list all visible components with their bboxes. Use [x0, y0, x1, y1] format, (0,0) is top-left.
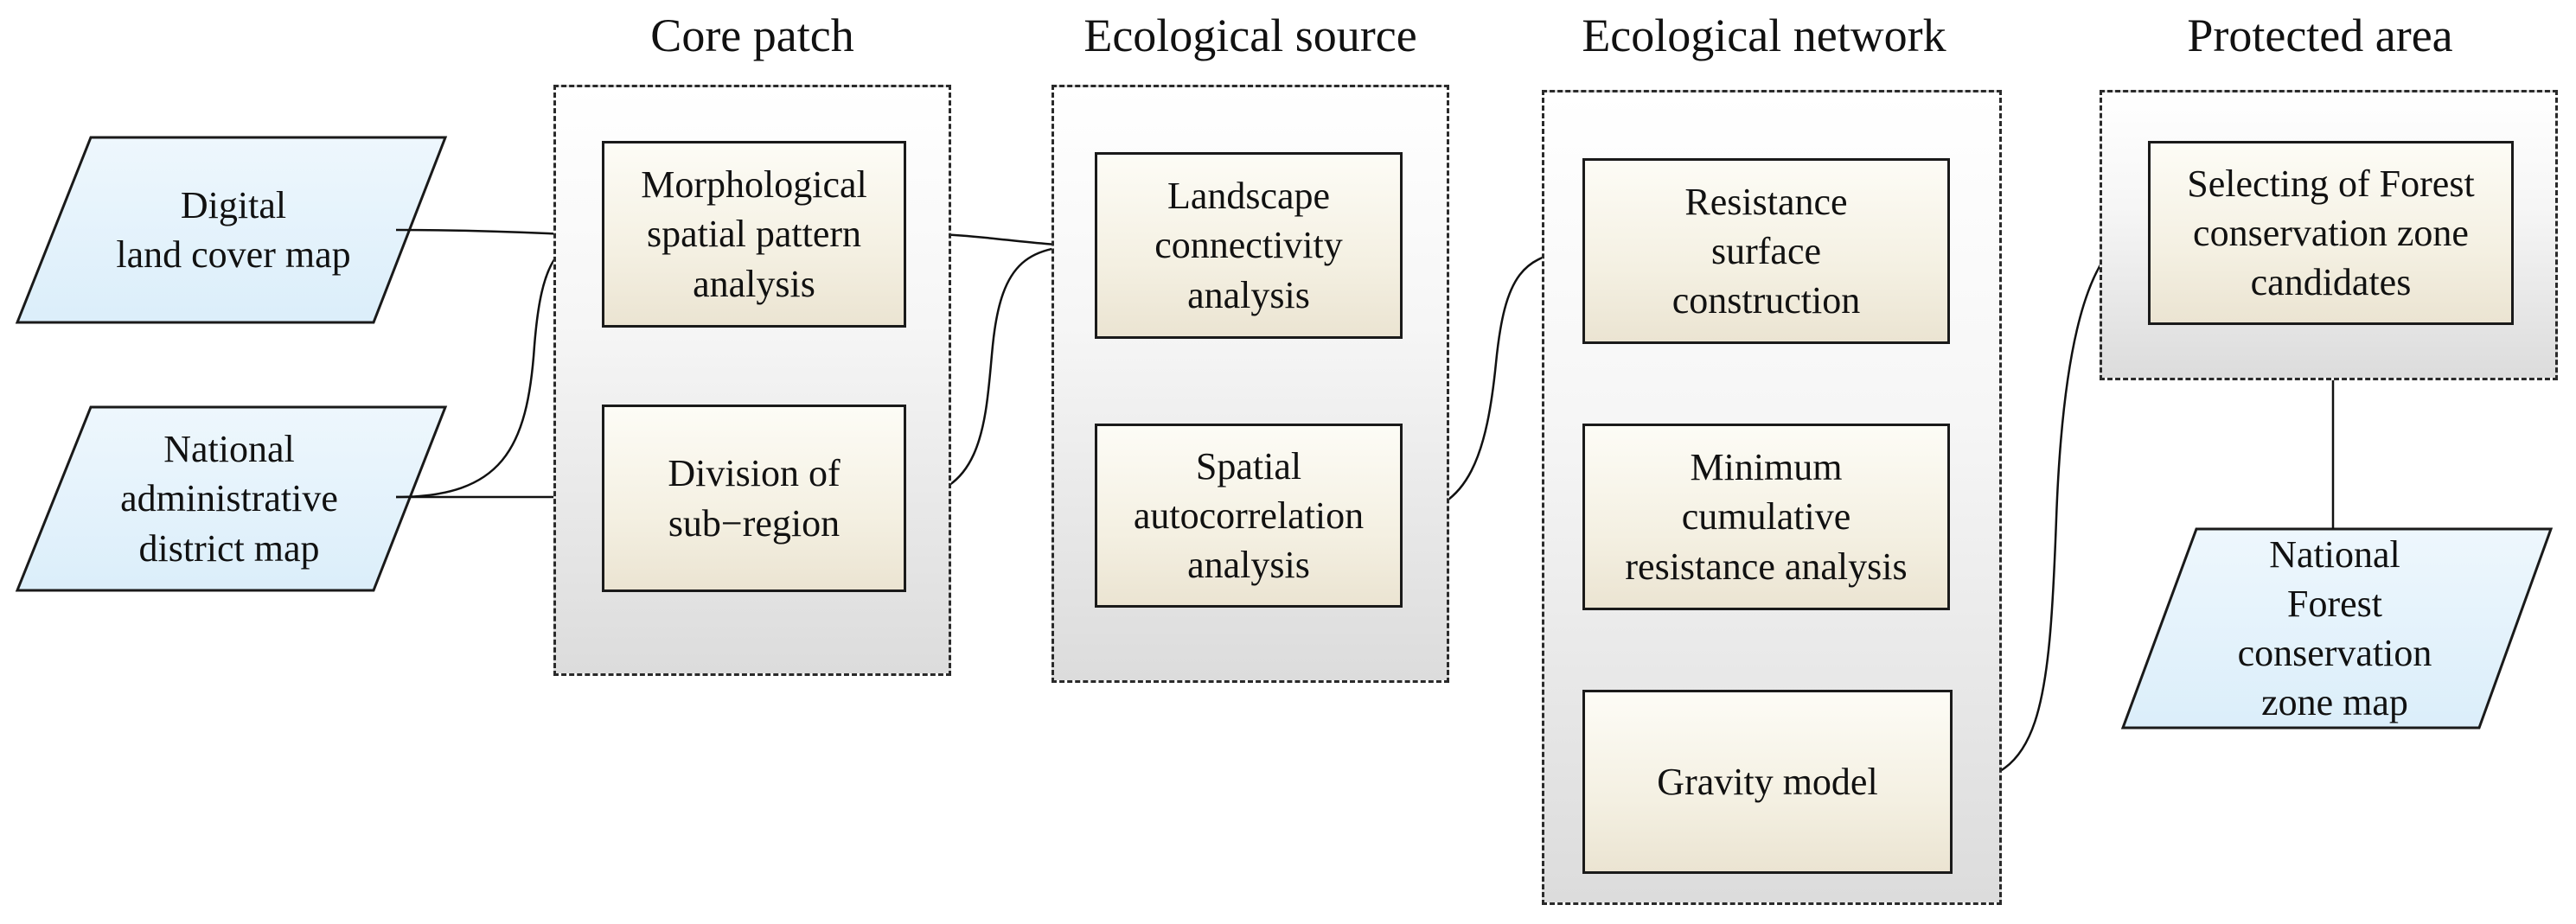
- process-mcr: Minimum cumulative resistance analysis: [1582, 424, 1950, 610]
- input-land-cover-shape: [15, 136, 448, 324]
- input-admin-district-shape: [15, 405, 448, 592]
- stage-title-ecological-network: Ecological network: [1582, 10, 1946, 61]
- input-admin-district: National administrative district map: [52, 407, 406, 590]
- stage-title-protected-area: Protected area: [2187, 10, 2453, 61]
- process-mspa-label: Morphological spatial pattern analysis: [641, 163, 867, 305]
- process-gravity: Gravity model: [1582, 690, 1953, 874]
- process-resistance: Resistance surface construction: [1582, 158, 1950, 344]
- input-land-cover-label: Digital land cover map: [116, 183, 351, 276]
- process-mcr-label: Minimum cumulative resistance analysis: [1625, 446, 1908, 588]
- process-selecting: Selecting of Forest conservation zone ca…: [2148, 141, 2514, 325]
- input-forest-zone: National Forest conservation zone map: [2162, 529, 2508, 728]
- process-connectivity: Landscape connectivity analysis: [1095, 152, 1403, 339]
- process-resistance-label: Resistance surface construction: [1672, 180, 1861, 322]
- process-subregion: Division of sub−region: [602, 405, 906, 592]
- arrow-subregion-to-connectivity: [904, 236, 1096, 499]
- process-autocorrelation-label: Spatial autocorrelation analysis: [1133, 444, 1365, 587]
- input-admin-district-label: National administrative district map: [120, 428, 338, 570]
- input-forest-zone-label: National Forest conservation zone map: [2237, 532, 2432, 724]
- stage-title-ecological-source: Ecological source: [1083, 10, 1417, 61]
- input-forest-zone-shape: [2120, 527, 2554, 730]
- process-selecting-label: Selecting of Forest conservation zone ca…: [2187, 162, 2475, 304]
- stage-title-core-patch: Core patch: [650, 10, 854, 61]
- process-connectivity-label: Landscape connectivity analysis: [1154, 175, 1343, 316]
- process-subregion-label: Division of sub−region: [668, 452, 841, 545]
- arrow-autocorrelation-to-resistance: [1403, 242, 1585, 515]
- process-autocorrelation: Spatial autocorrelation analysis: [1095, 424, 1403, 608]
- process-mspa: Morphological spatial pattern analysis: [602, 141, 906, 328]
- input-land-cover: Digital land cover map: [61, 137, 406, 322]
- process-gravity-label: Gravity model: [1657, 760, 1878, 803]
